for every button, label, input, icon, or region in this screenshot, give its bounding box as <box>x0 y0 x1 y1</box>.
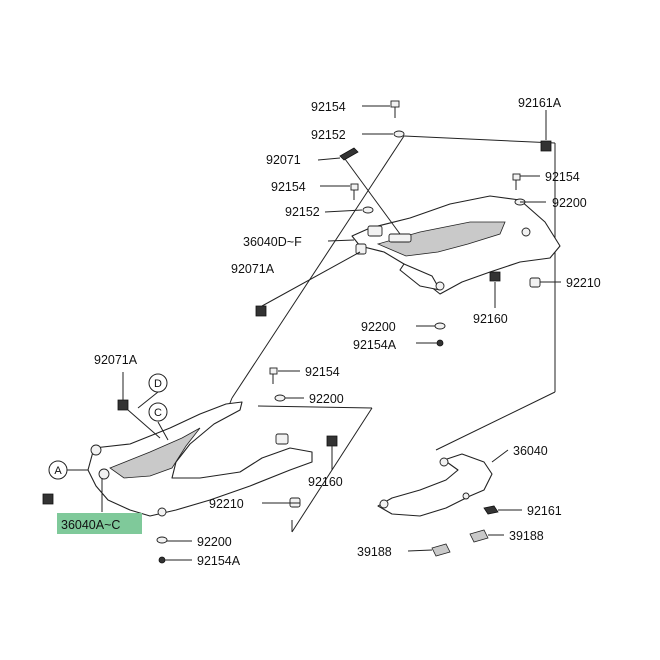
part-label: 92161 <box>527 504 562 518</box>
part-label: 92071A <box>94 353 138 367</box>
leader-lines <box>67 105 561 561</box>
part-label: 92154A <box>197 554 241 568</box>
part-label-highlighted: 36040A~C <box>61 518 120 532</box>
part-label: 92154A <box>353 338 397 352</box>
part-label: 39188 <box>509 529 544 543</box>
part-label: 39188 <box>357 545 392 559</box>
svg-text:C: C <box>154 407 162 419</box>
marker-a: A <box>48 460 68 480</box>
part-label: 36040 <box>513 444 548 458</box>
part-label: 92154 <box>311 100 346 114</box>
small-parts <box>42 100 552 564</box>
part-label: 92152 <box>285 205 320 219</box>
part-label: 92200 <box>197 535 232 549</box>
part-label: 92071 <box>266 153 301 167</box>
part-label: 92071A <box>231 262 275 276</box>
part-labels: 92154 92161A 92152 92071 92154 92154 921… <box>61 96 601 568</box>
part-highlight <box>57 513 142 534</box>
part-label: 92160 <box>473 312 508 326</box>
part-label: 92161A <box>518 96 562 110</box>
part-label: 92152 <box>311 128 346 142</box>
part-label: 92210 <box>209 497 244 511</box>
part-label: 92210 <box>566 276 601 290</box>
reference-markers: A C D <box>48 373 168 480</box>
part-label: 92200 <box>361 320 396 334</box>
upper-cowl-36040D-F <box>351 195 561 295</box>
svg-text:D: D <box>154 378 162 390</box>
svg-text:A: A <box>54 465 62 477</box>
part-label: 92200 <box>309 392 344 406</box>
part-label: 36040D~F <box>243 235 302 249</box>
part-label: 92160 <box>308 475 343 489</box>
part-label: 92200 <box>552 196 587 210</box>
part-label: 92154 <box>545 170 580 184</box>
part-label: 92154 <box>271 180 306 194</box>
marker-d: D <box>148 373 168 393</box>
lower-cowl-36040A-C <box>87 401 313 517</box>
marker-c: C <box>148 402 168 422</box>
center-cowl-36040 <box>377 453 493 517</box>
part-label: 92154 <box>305 365 340 379</box>
